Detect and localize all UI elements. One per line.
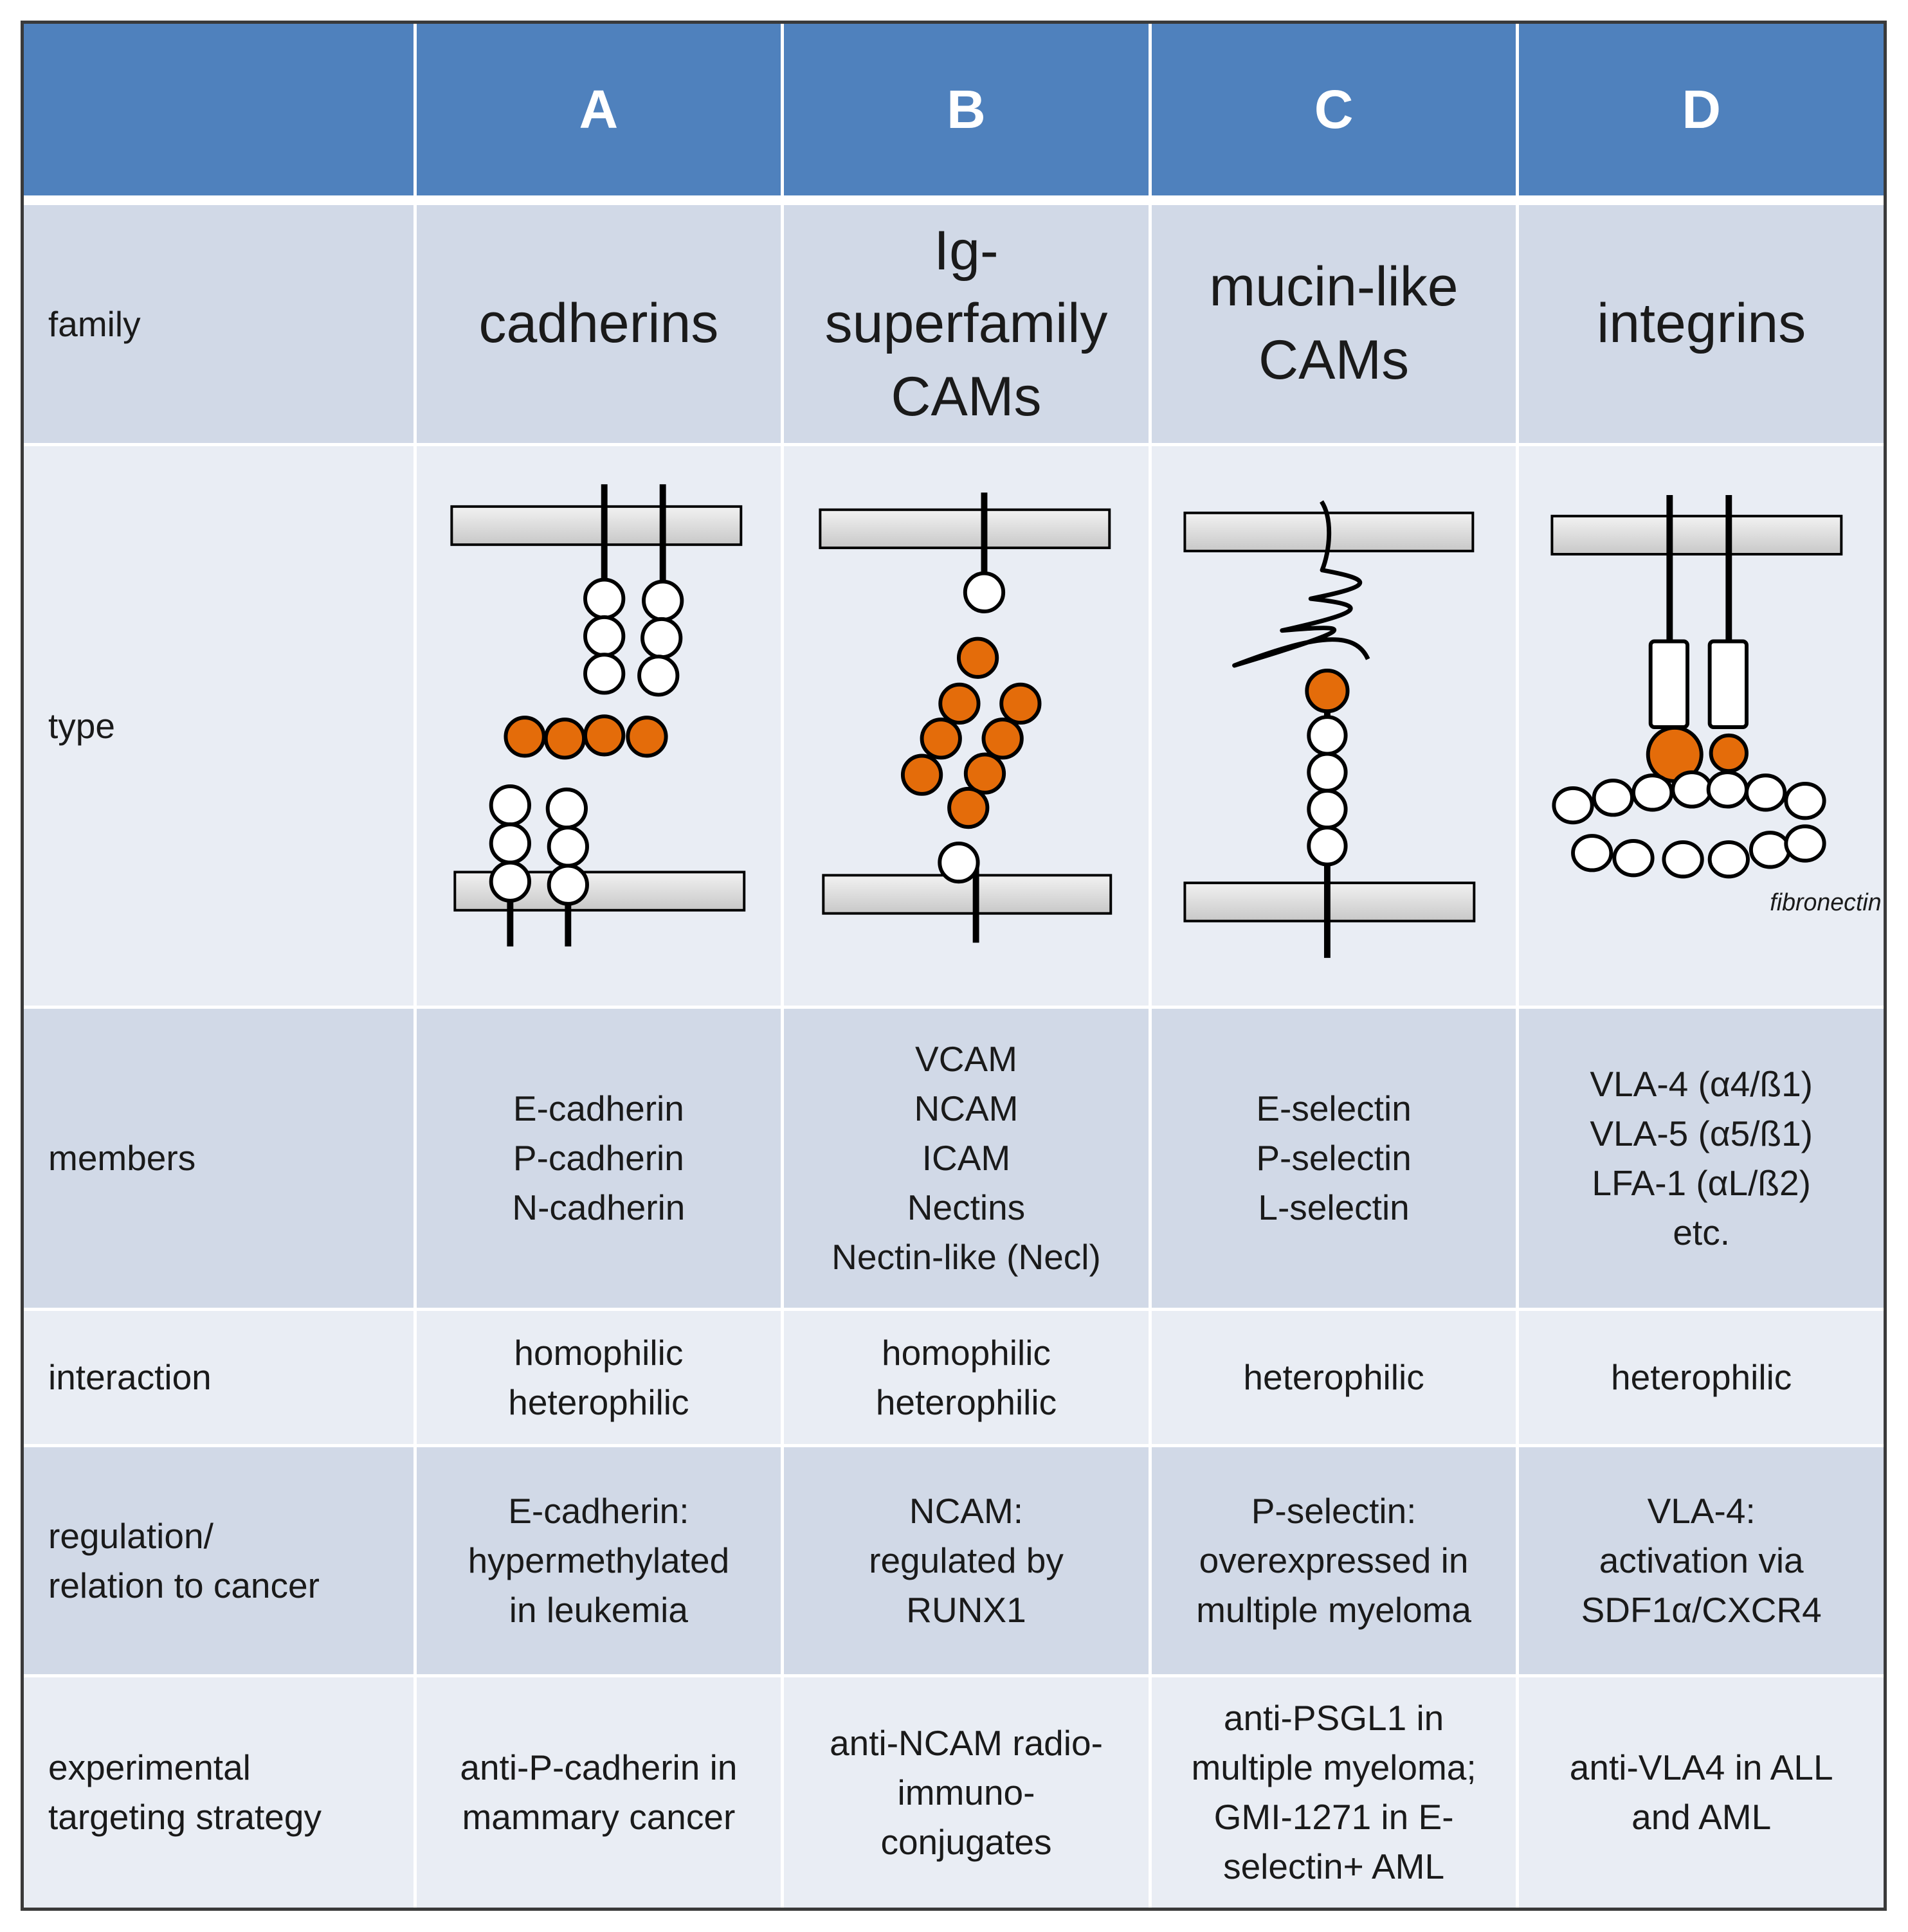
row-divider [24, 443, 1884, 446]
header-divider [24, 195, 1884, 205]
interaction-cell-a: homophilic heterophilic [413, 1311, 781, 1444]
upper-membrane [819, 508, 1111, 550]
family-cell-c: mucin-like CAMs [1148, 205, 1516, 443]
upper-membrane [450, 505, 742, 546]
type-row: type [24, 446, 1884, 1006]
row-label-type: type [48, 705, 115, 746]
cam-table: A B C D family cadherins Ig- superfamily… [21, 21, 1887, 1911]
mucin-stalk [1231, 500, 1370, 668]
members-cell-a: E-cadherin P-cadherin N-cadherin [413, 1009, 781, 1308]
integrin-beta-leg [1708, 639, 1749, 729]
domain-white [963, 571, 1006, 613]
domain-orange [957, 636, 999, 679]
domain-white [489, 822, 531, 865]
members-row: members E-cadherin P-cadherin N-cadherin… [24, 1009, 1884, 1308]
row-divider [24, 1674, 1884, 1677]
targeting-cell-a: anti-P-cadherin in mammary cancer [413, 1677, 781, 1908]
domain-orange [964, 752, 1006, 795]
family-cell-d: integrins [1516, 205, 1884, 443]
row-divider [24, 1006, 1884, 1009]
domain-orange [920, 718, 963, 760]
row-label-interaction: interaction [48, 1357, 212, 1397]
family-cell-a: cadherins [413, 205, 781, 443]
domain-orange [543, 718, 586, 760]
domain-orange [1709, 733, 1749, 773]
header-cell-d: D [1516, 24, 1884, 195]
members-cell-d: VLA-4 (α4/ß1) VLA-5 (α5/ß1) LFA-1 (αL/ß2… [1516, 1009, 1884, 1308]
header-row: A B C D [24, 24, 1884, 195]
row-label-members: members [48, 1138, 196, 1178]
ig-cam-diagram [819, 492, 1113, 943]
mucin-cam-diagram-cell [1148, 446, 1516, 1006]
header-cell-c: C [1148, 24, 1516, 195]
targeting-row: experimental targeting strategy anti-P-c… [24, 1677, 1884, 1908]
domain-orange [999, 682, 1042, 725]
regulation-cell-b: NCAM: regulated by RUNX1 [781, 1447, 1149, 1674]
domain-white [583, 615, 625, 658]
mucin-cam-diagram [1183, 500, 1476, 958]
row-divider [24, 1444, 1884, 1447]
header-corner-cell [24, 24, 413, 195]
domain-white [489, 860, 531, 903]
domain-white [1307, 752, 1348, 793]
integrin-diagram: fibronectin [1550, 495, 1882, 916]
domain-white [583, 653, 625, 695]
header-cell-b: B [781, 24, 1149, 195]
ig-cam-diagram-cell [781, 446, 1149, 1006]
domain-white [641, 579, 684, 622]
domain-white [938, 841, 980, 884]
domain-orange [1305, 669, 1350, 714]
domain-white [547, 826, 589, 868]
cadherin-diagram-cell [413, 446, 781, 1006]
members-cell-b: VCAM NCAM ICAM Nectins Nectin-like (Necl… [781, 1009, 1149, 1308]
cadherin-diagram [450, 484, 745, 947]
upper-membrane [1550, 514, 1843, 555]
row-label-targeting: experimental targeting strategy [48, 1747, 322, 1837]
interaction-cell-d: heterophilic [1516, 1311, 1884, 1444]
fibronectin-chain [1552, 770, 1826, 879]
domain-orange [938, 682, 981, 725]
targeting-cell-d: anti-VLA4 in ALL and AML [1516, 1677, 1884, 1908]
domain-white [640, 617, 682, 660]
domain-white [1307, 826, 1348, 867]
regulation-row: regulation/ relation to cancer E-cadheri… [24, 1447, 1884, 1674]
integrin-diagram-cell: fibronectin [1516, 446, 1884, 1006]
domain-white [583, 577, 625, 620]
targeting-cell-c: anti-PSGL1 in multiple myeloma; GMI-1271… [1148, 1677, 1516, 1908]
domain-white [547, 863, 589, 906]
domain-orange [504, 716, 546, 758]
targeting-cell-b: anti-NCAM radio- immuno- conjugates [781, 1677, 1149, 1908]
row-divider [24, 1308, 1884, 1311]
row-label-family: family [48, 303, 141, 344]
regulation-cell-c: P-selectin: overexpressed in multiple my… [1148, 1447, 1516, 1674]
domain-white [545, 787, 588, 830]
interaction-cell-b: homophilic heterophilic [781, 1311, 1149, 1444]
interaction-cell-c: heterophilic [1148, 1311, 1516, 1444]
domain-orange [947, 786, 990, 829]
header-cell-a: A [413, 24, 781, 195]
family-cell-b: Ig- superfamily CAMs [781, 205, 1149, 443]
domain-white [489, 784, 531, 827]
family-row: family cadherins Ig- superfamily CAMs mu… [24, 205, 1884, 443]
fibronectin-label: fibronectin [1770, 889, 1882, 916]
members-cell-c: E-selectin P-selectin L-selectin [1148, 1009, 1516, 1308]
domain-white [1307, 715, 1348, 756]
regulation-cell-a: E-cadherin: hypermethylated in leukemia [413, 1447, 781, 1674]
domain-white [1307, 788, 1348, 830]
domain-orange [625, 716, 668, 758]
domain-orange [583, 714, 625, 757]
domain-white [637, 655, 679, 697]
domain-orange [981, 718, 1024, 760]
interaction-row: interaction homophilic heterophilic homo… [24, 1311, 1884, 1444]
integrin-alpha-leg [1649, 639, 1690, 729]
row-label-regulation: regulation/ relation to cancer [48, 1515, 320, 1605]
domain-orange [901, 754, 943, 796]
regulation-cell-d: VLA-4: activation via SDF1α/CXCR4 [1516, 1447, 1884, 1674]
